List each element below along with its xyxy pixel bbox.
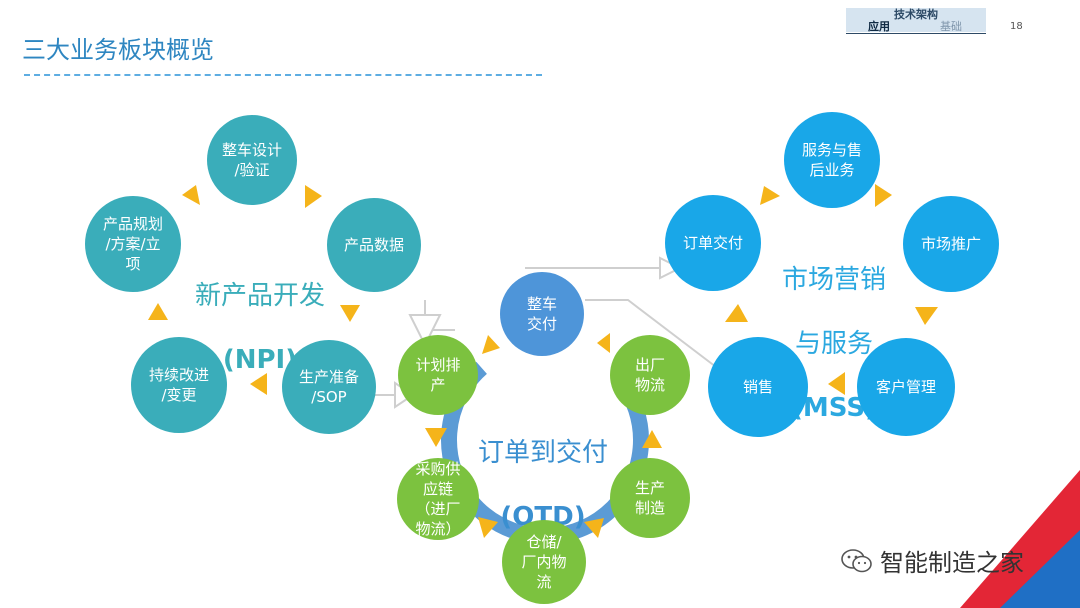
otd-node-manufacturing: 生产 制造 xyxy=(610,458,690,538)
npi-node-vehicle-design: 整车设计 /验证 xyxy=(207,115,297,205)
npi-arrow-1 xyxy=(182,185,200,205)
connector-npi-to-plan-head xyxy=(408,314,442,348)
npi-node-product-planning: 产品规划 /方案/立 项 xyxy=(85,196,181,292)
mss-arrow-4 xyxy=(828,372,845,395)
page-number: 18 xyxy=(1010,21,1023,32)
title-divider xyxy=(24,74,542,76)
nav-inactive-label: 基础 xyxy=(940,20,962,33)
npi-arrow-5 xyxy=(148,303,168,320)
mss-arrow-3 xyxy=(915,307,938,325)
mss-arrow-1 xyxy=(760,186,780,205)
corner-blue-shape xyxy=(1000,530,1080,608)
otd-node-planning: 计划排 产 xyxy=(398,335,478,415)
mss-node-marketing: 市场推广 xyxy=(903,196,999,292)
otd-arrow-1 xyxy=(482,335,500,354)
mss-node-customer-mgmt: 客户管理 xyxy=(857,338,955,436)
mss-arrow-5 xyxy=(725,304,748,322)
watermark-text: 智能制造之家 xyxy=(880,549,1024,577)
nav-indicator xyxy=(846,8,986,32)
npi-node-continuous-improvement: 持续改进 /变更 xyxy=(131,337,227,433)
otd-center-vehicle-delivery: 整车 交付 xyxy=(500,272,584,356)
nav-section-label: 技术架构 xyxy=(894,8,938,21)
nav-underline xyxy=(846,33,986,34)
otd-node-warehousing: 仓储/ 厂内物 流 xyxy=(502,520,586,604)
nav-active-label: 应用 xyxy=(868,20,890,33)
npi-node-product-data: 产品数据 xyxy=(327,198,421,292)
cycle-arrows xyxy=(148,184,938,538)
page-title: 三大业务板块概览 xyxy=(22,36,214,64)
otd-label-name: 订单到交付 xyxy=(477,438,608,468)
mss-label-line2: 与服务 xyxy=(794,329,873,359)
npi-arrow-2 xyxy=(305,185,322,208)
otd-node-procurement: 采购供 应链 （进厂 物流） xyxy=(397,458,479,540)
mss-node-service: 服务与售 后业务 xyxy=(784,112,880,208)
mss-label-line1: 市场营销 xyxy=(781,265,886,295)
npi-group-label: 新产品开发 (NPI) xyxy=(180,248,340,408)
connector-sales-to-delivery xyxy=(585,299,721,371)
npi-label-name: 新产品开发 xyxy=(194,281,325,311)
mss-node-order-delivery: 订单交付 xyxy=(665,195,761,291)
otd-arrow-4 xyxy=(584,518,604,538)
otd-arrow-5 xyxy=(642,430,662,448)
chat-bubbles-icon xyxy=(841,548,872,572)
mss-node-sales: 销售 xyxy=(708,337,808,437)
npi-node-production-prep: 生产准备 /SOP xyxy=(282,340,376,434)
otd-node-outbound-logistics: 出厂 物流 xyxy=(610,335,690,415)
watermark: 智能制造之家 xyxy=(840,543,1024,578)
npi-arrow-4 xyxy=(250,373,267,395)
npi-arrow-3 xyxy=(340,305,360,322)
mss-arrow-2 xyxy=(875,184,892,207)
otd-arrow-2 xyxy=(425,428,447,447)
otd-arrow-3 xyxy=(478,517,498,538)
otd-arrow-6 xyxy=(597,333,610,353)
